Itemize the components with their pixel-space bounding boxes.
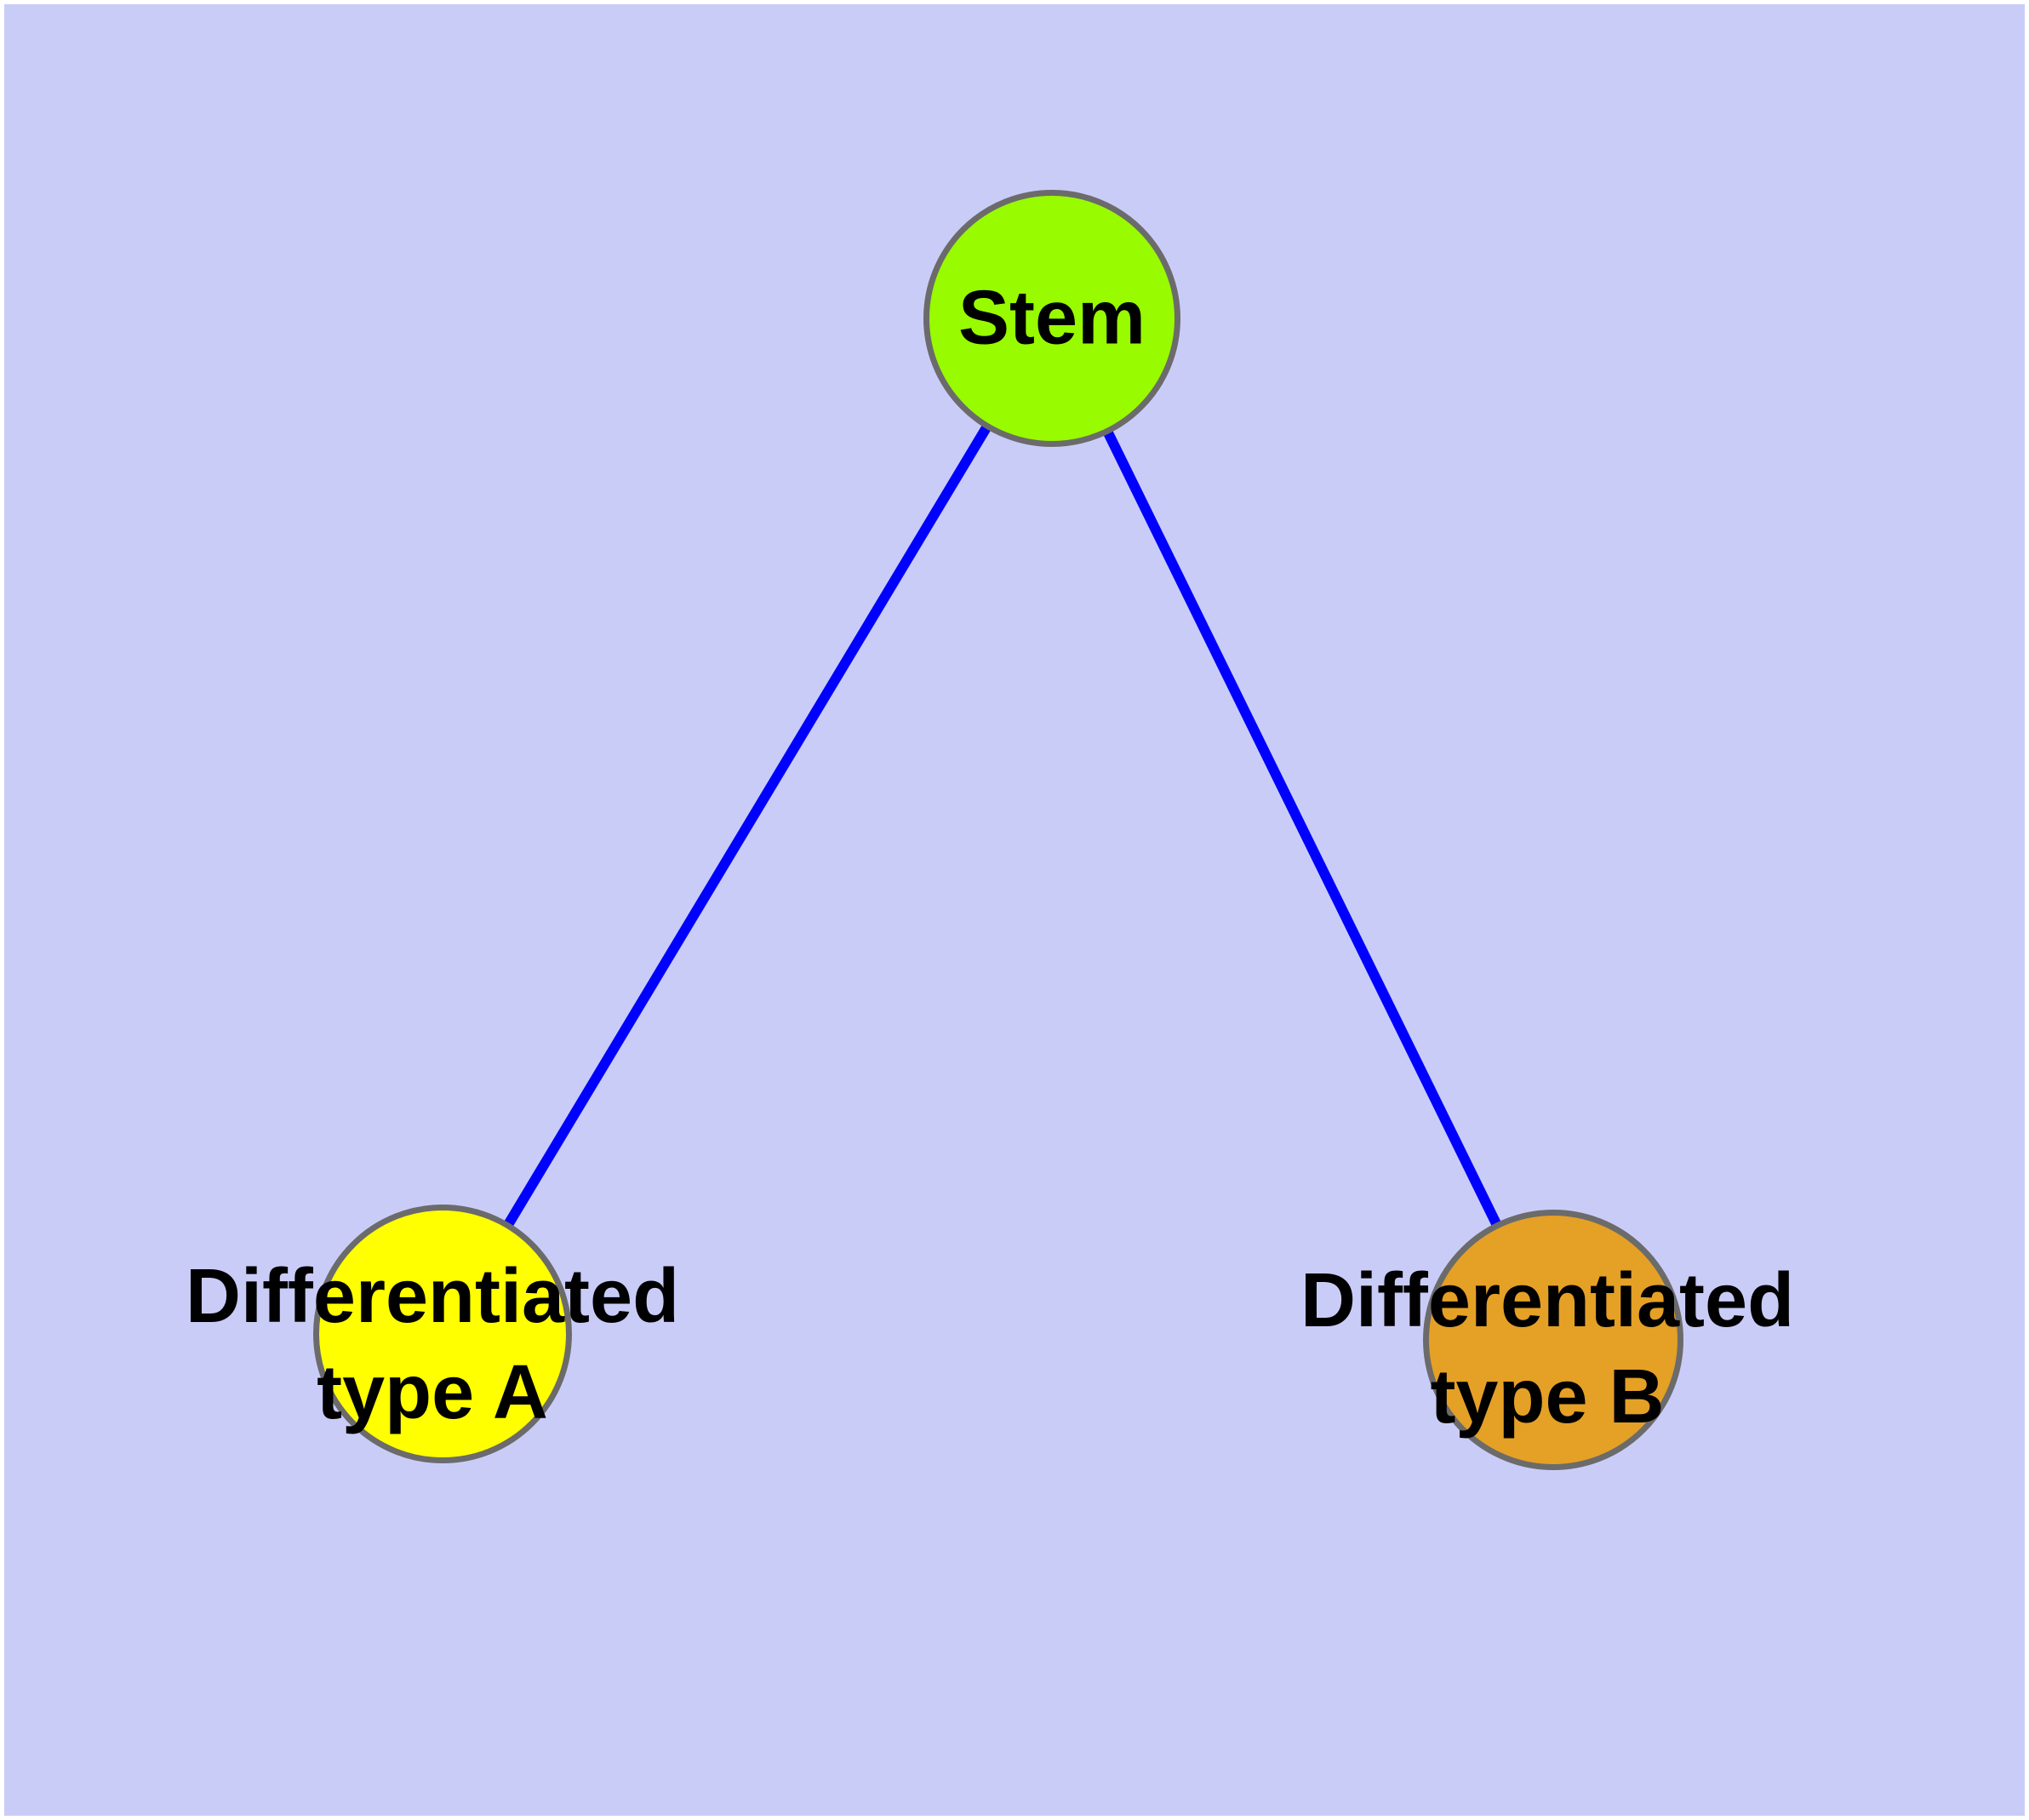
edges-layer: [437, 315, 1558, 1342]
diagram-canvas: Stem Differentiated type A Differentiate…: [4, 4, 2025, 1816]
edge-stem-to-type-b: [1047, 316, 1558, 1342]
node-differentiated-type-b-label: Differentiated type B: [1300, 1258, 1795, 1439]
node-stem: [923, 190, 1180, 447]
node-differentiated-type-b: [1423, 1210, 1683, 1470]
node-differentiated-type-a-label: Differentiated type A: [185, 1254, 680, 1435]
node-differentiated-type-a: [313, 1205, 572, 1463]
edge-stem-to-type-a: [437, 315, 1057, 1337]
node-stem-label: Stem: [957, 275, 1146, 361]
